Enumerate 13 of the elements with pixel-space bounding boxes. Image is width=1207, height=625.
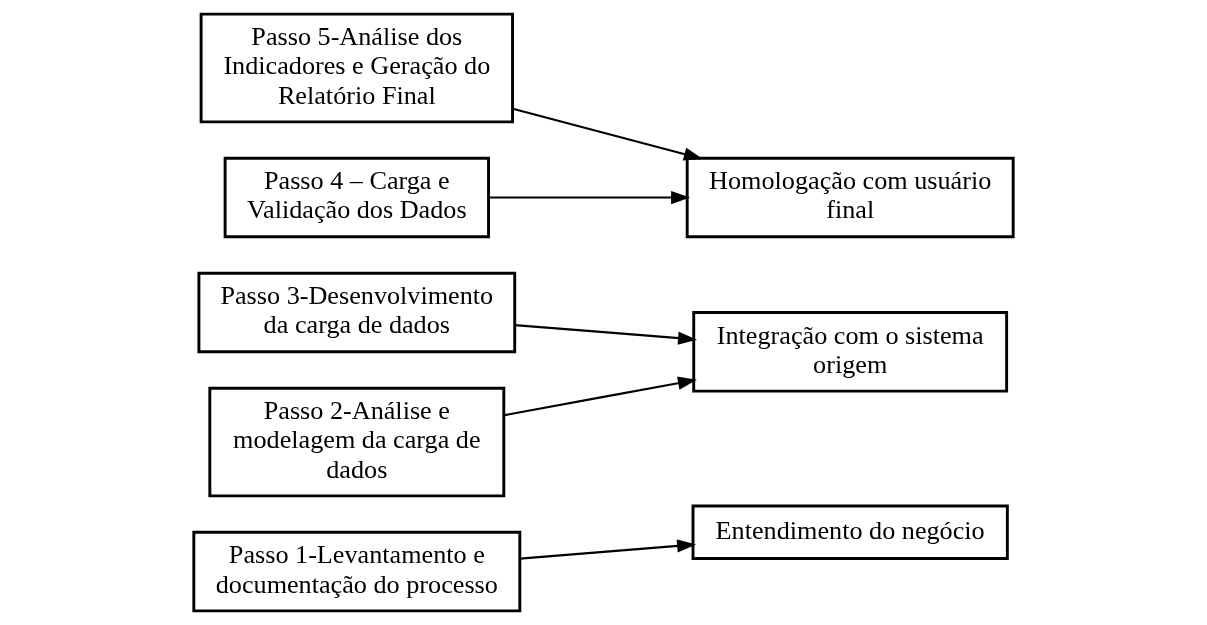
arrow xyxy=(489,190,691,205)
arrow xyxy=(520,539,697,560)
node-box: Passo 1-Levantamento e documentação do processo xyxy=(192,530,522,613)
node-box: Integração com o sistema origem xyxy=(692,311,1009,393)
node-box: Passo 5-Análise dos Indicadores e Geração do Relatório Final xyxy=(199,12,514,124)
node-box: Passo 2-Análise e modelagem da carga de dados xyxy=(208,386,506,498)
node-box: Passo 4 – Carga e Validação dos Dados xyxy=(223,156,490,239)
arrow xyxy=(503,376,697,417)
arrow xyxy=(514,323,697,345)
arrow xyxy=(512,107,703,161)
node-box: Homologação com usuário final xyxy=(685,156,1015,239)
node-box: Entendimento do negócio xyxy=(691,504,1009,560)
node-box: Passo 3-Desenvolvimento da carga de dados xyxy=(197,271,517,354)
